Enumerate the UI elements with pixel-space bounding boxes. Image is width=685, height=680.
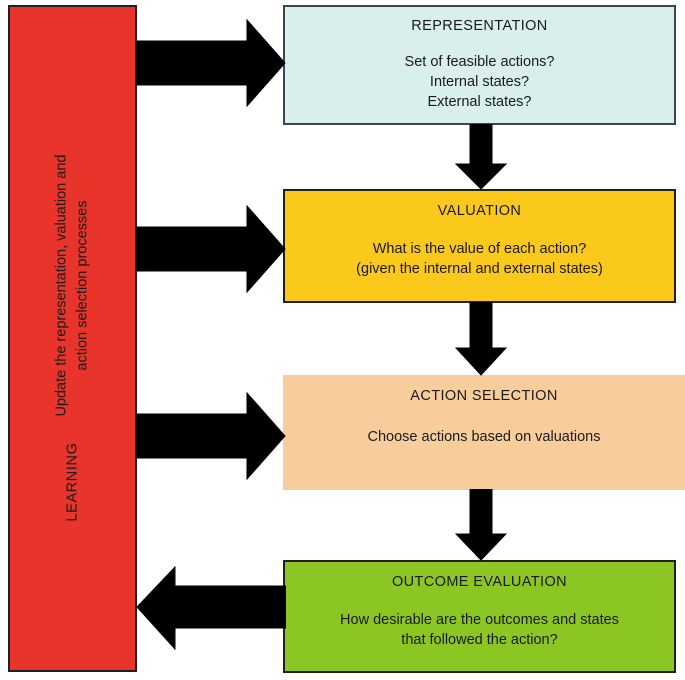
stage-body-line: (given the internal and external states) [356, 261, 603, 277]
stage-body-line: that followed the action? [401, 632, 558, 648]
stage-body-line: What is the value of each action? [372, 241, 587, 257]
learning-panel-text: LEARNING Update the representation, valu… [51, 155, 93, 522]
learning-subtitle-line-1: Update the representation, valuation and [53, 155, 70, 418]
arrow-valuation-to-action-selection-icon [455, 302, 507, 376]
arrow-representation-to-valuation-icon [455, 124, 507, 190]
arrow-outcome-evaluation-to-learning-icon [136, 566, 286, 650]
arrow-action-selection-to-outcome-evaluation-icon [455, 489, 507, 561]
learning-title: LEARNING [64, 443, 81, 522]
learning-subtitle-line-2: action selection processes [74, 201, 91, 372]
learning-panel: LEARNING Update the representation, valu… [8, 5, 137, 672]
stage-body-action-selection: Choose actions based on valuations [368, 427, 601, 447]
arrow-learning-to-valuation-icon [136, 205, 286, 293]
stage-title-outcome-evaluation: OUTCOME EVALUATION [391, 574, 568, 590]
stage-box-outcome-evaluation: OUTCOME EVALUATION How desirable are the… [283, 560, 676, 673]
stage-body-line: Internal states? [429, 74, 530, 90]
stage-body-outcome-evaluation: How desirable are the outcomes and state… [340, 610, 619, 650]
stage-box-valuation: VALUATION What is the value of each acti… [283, 189, 676, 303]
arrow-learning-to-representation-icon [136, 19, 286, 107]
stage-body-line: Choose actions based on valuations [367, 429, 601, 445]
stage-body-line: Set of feasible actions? [404, 54, 555, 70]
stage-body-valuation: What is the value of each action? (given… [356, 239, 603, 279]
stage-title-valuation: VALUATION [437, 203, 522, 219]
stage-title-action-selection: ACTION SELECTION [410, 388, 558, 404]
stage-body-line: How desirable are the outcomes and state… [340, 612, 619, 628]
stage-body-representation: Set of feasible actions? Internal states… [405, 52, 555, 112]
stage-box-representation: REPRESENTATION Set of feasible actions? … [283, 5, 676, 125]
stage-box-action-selection: ACTION SELECTION Choose actions based on… [283, 375, 685, 490]
stage-body-line: External states? [427, 94, 532, 110]
arrow-learning-to-action-selection-icon [136, 392, 286, 480]
learning-subtitle: Update the representation, valuation and… [51, 155, 93, 417]
stage-title-representation: REPRESENTATION [411, 18, 548, 34]
